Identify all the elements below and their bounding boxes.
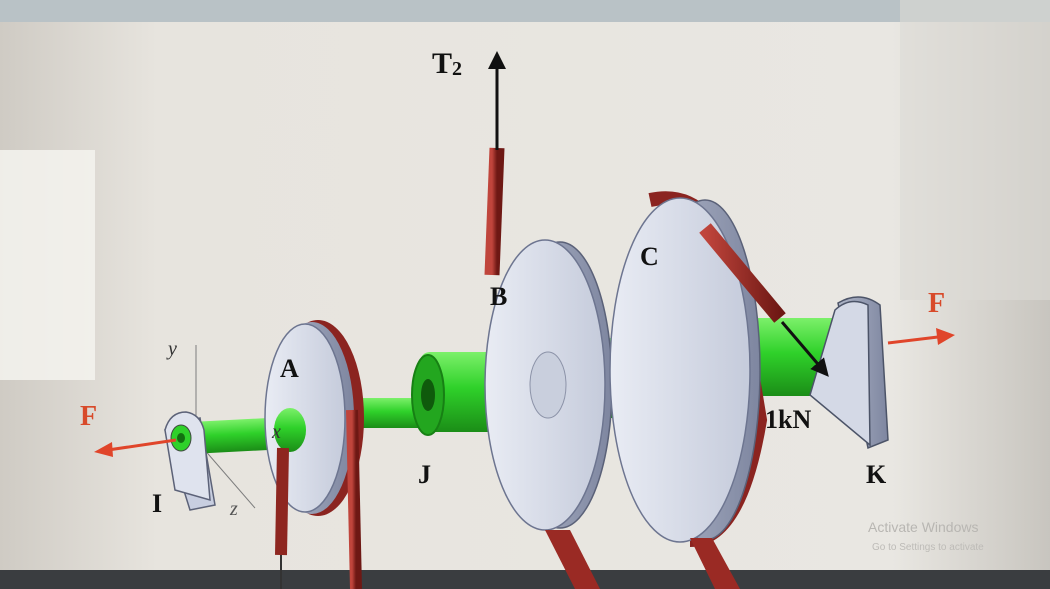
belt-c-diagonal: [699, 223, 786, 323]
bearing-i-label: I: [152, 489, 162, 518]
screen-top-bezel: [0, 0, 1050, 22]
pulley-b: [484, 239, 613, 531]
axis-z-label: z: [229, 498, 238, 520]
force-right-arrow: [887, 328, 955, 345]
pulley-a-label: A: [280, 354, 299, 383]
force-left-arrow: [94, 438, 177, 457]
load-1kn-arrow: [780, 321, 829, 377]
screen-bottom-edge: [0, 570, 1050, 589]
bearing-i: [164, 411, 216, 511]
bearing-k: [809, 296, 889, 450]
coupling-j-label: J: [418, 460, 431, 489]
belt-c-down: [690, 538, 740, 589]
window-glare-right: [900, 0, 1050, 300]
window-glare-left: [0, 150, 95, 380]
belt-b-down: [545, 530, 600, 589]
shaft-coupling-bore: [421, 379, 435, 411]
bearing-k-label: K: [866, 460, 887, 489]
axis-y-label: y: [166, 338, 177, 360]
belt-a-right: [346, 409, 362, 589]
force-right-label: F: [928, 288, 945, 319]
belt-a-left: [275, 447, 289, 556]
pulley-b-label: B: [490, 282, 507, 311]
belt-b-up: [484, 147, 505, 276]
activate-windows-title: Activate Windows: [868, 519, 978, 535]
axis-x-label: x: [271, 421, 281, 443]
pulley-c: [609, 191, 768, 547]
pulley-c-label: C: [640, 242, 659, 271]
activate-windows-subtitle: Go to Settings to activate: [872, 542, 984, 553]
tension-label: T2: [432, 47, 462, 80]
force-left-label: F: [80, 401, 97, 432]
load-label: 1kN: [765, 405, 811, 434]
